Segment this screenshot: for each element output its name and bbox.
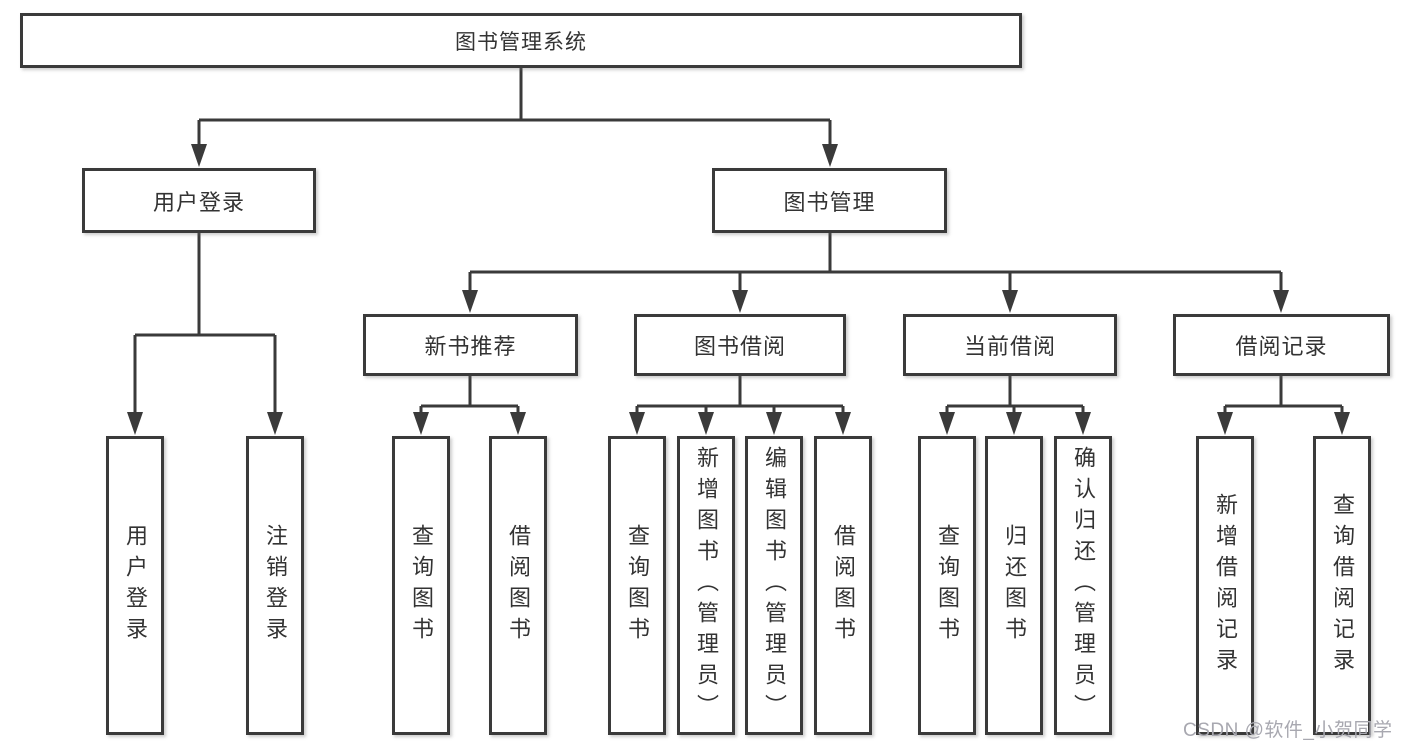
arrow-down-icon bbox=[766, 412, 782, 435]
leaf-user-login: 用户登录 bbox=[106, 436, 164, 735]
leaf-borrow-book: 借阅图书 bbox=[814, 436, 872, 735]
arrow-down-icon bbox=[732, 290, 748, 313]
leaf-label: 查询图书 bbox=[625, 523, 650, 648]
arrow-down-icon bbox=[1217, 412, 1233, 435]
leaf-label: 归还图书 bbox=[1002, 523, 1027, 648]
arrow-down-icon bbox=[822, 144, 838, 167]
arrow-down-icon bbox=[698, 412, 714, 435]
leaf-edit-book-admin: 编辑图书（管理员） bbox=[745, 436, 803, 735]
leaf-label: 借阅图书 bbox=[506, 523, 531, 648]
leaf-label: 查询图书 bbox=[409, 523, 434, 648]
arrow-down-icon bbox=[835, 412, 851, 435]
node-current-borrow: 当前借阅 bbox=[903, 314, 1117, 376]
leaf-label: 借阅图书 bbox=[831, 523, 856, 648]
node-borrow-records: 借阅记录 bbox=[1173, 314, 1390, 376]
leaf-confirm-return-admin: 确认归还（管理员） bbox=[1054, 436, 1112, 735]
arrow-down-icon bbox=[1075, 412, 1091, 435]
node-user-login: 用户登录 bbox=[82, 168, 316, 233]
arrow-down-icon bbox=[191, 144, 207, 167]
arrow-down-icon bbox=[1006, 412, 1022, 435]
leaf-label: 新增借阅记录 bbox=[1213, 492, 1238, 679]
leaf-label: 查询借阅记录 bbox=[1330, 492, 1355, 679]
arrow-down-icon bbox=[127, 412, 143, 435]
node-book-management: 图书管理 bbox=[712, 168, 947, 233]
leaf-return-book: 归还图书 bbox=[985, 436, 1043, 735]
arrowheads bbox=[127, 144, 1350, 435]
arrow-down-icon bbox=[462, 290, 478, 313]
arrow-down-icon bbox=[1273, 290, 1289, 313]
leaf-label: 编辑图书（管理员） bbox=[762, 446, 787, 725]
arrow-down-icon bbox=[1002, 290, 1018, 313]
arrow-down-icon bbox=[629, 412, 645, 435]
leaf-query-borrow-record: 查询借阅记录 bbox=[1313, 436, 1371, 735]
leaf-borrow-book-recommend: 借阅图书 bbox=[489, 436, 547, 735]
arrow-down-icon bbox=[413, 412, 429, 435]
arrow-down-icon bbox=[939, 412, 955, 435]
arrow-down-icon bbox=[510, 412, 526, 435]
leaf-add-borrow-record: 新增借阅记录 bbox=[1196, 436, 1254, 735]
watermark: CSDN @软件_小贺同学 bbox=[1183, 720, 1393, 741]
leaf-logout: 注销登录 bbox=[246, 436, 304, 735]
node-new-book-recommend: 新书推荐 bbox=[363, 314, 578, 376]
leaf-add-book-admin: 新增图书（管理员） bbox=[677, 436, 735, 735]
arrow-down-icon bbox=[267, 412, 283, 435]
leaf-query-book-borrow: 查询图书 bbox=[608, 436, 666, 735]
node-book-borrow: 图书借阅 bbox=[634, 314, 846, 376]
leaf-label: 注销登录 bbox=[263, 523, 288, 648]
leaf-label: 确认归还（管理员） bbox=[1071, 446, 1096, 725]
node-root-system: 图书管理系统 bbox=[20, 13, 1022, 68]
leaf-label: 查询图书 bbox=[935, 523, 960, 648]
leaf-label: 新增图书（管理员） bbox=[694, 446, 719, 725]
leaf-query-book-recommend: 查询图书 bbox=[392, 436, 450, 735]
arrow-down-icon bbox=[1334, 412, 1350, 435]
leaf-label: 用户登录 bbox=[123, 523, 148, 648]
leaf-query-book-current: 查询图书 bbox=[918, 436, 976, 735]
